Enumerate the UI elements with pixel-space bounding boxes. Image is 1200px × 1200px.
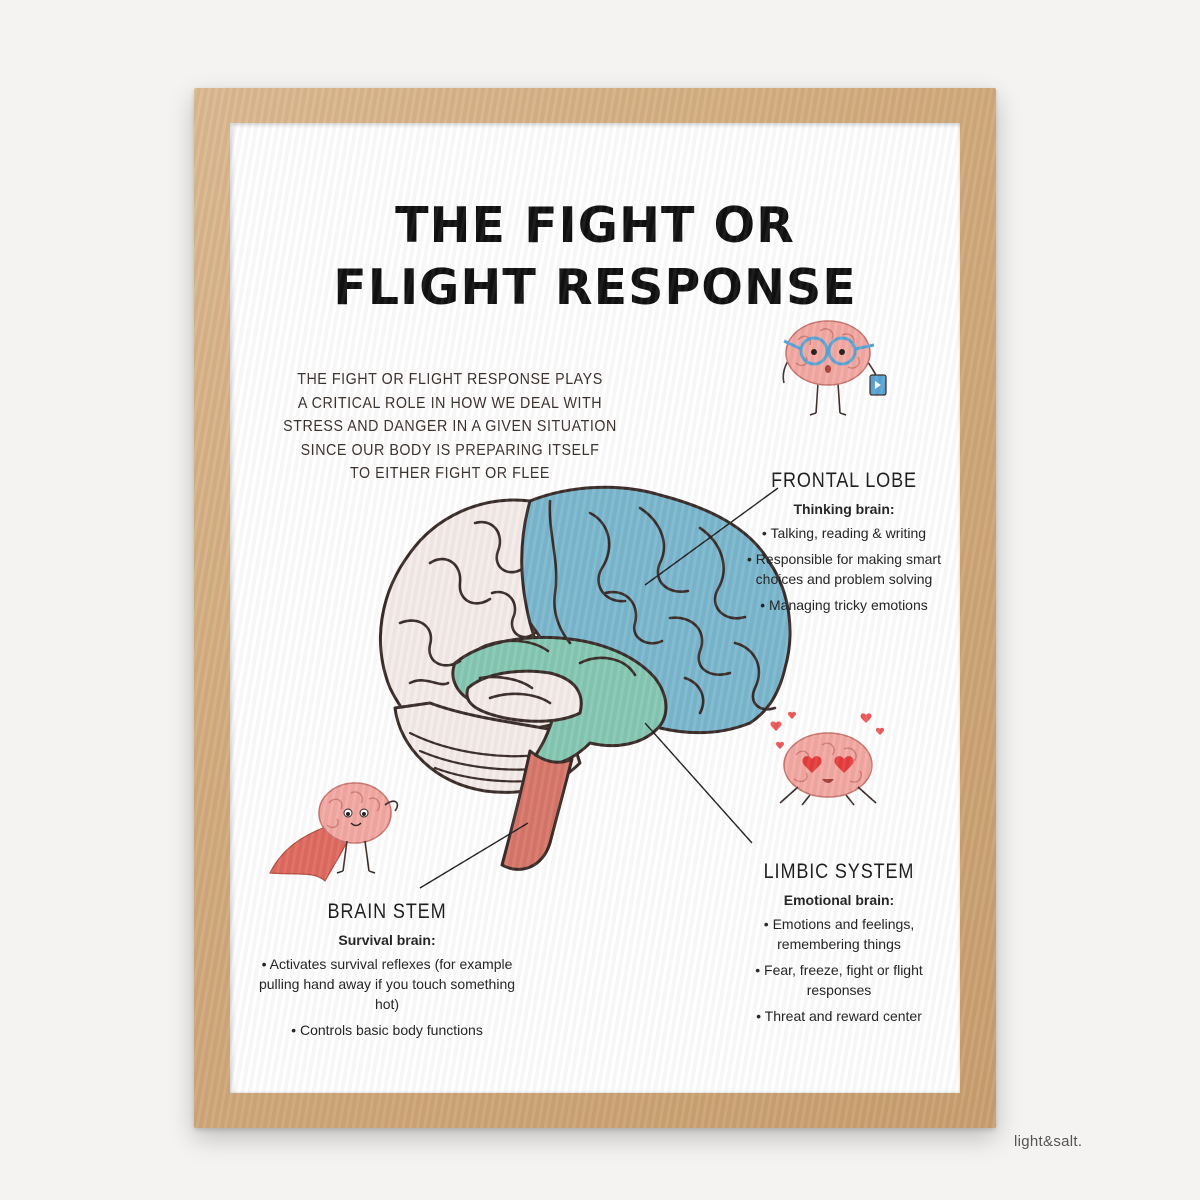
intro-line: STRESS AND DANGER IN A GIVEN SITUATION <box>283 418 617 435</box>
brain-superhero-cape-icon <box>269 782 399 882</box>
region-name: FRONTAL LOBE <box>771 469 917 492</box>
stem-pointer <box>419 822 529 889</box>
list-item: Activates survival reflexes (for example… <box>252 954 522 1014</box>
region-subtitle: Survival brain: <box>338 932 436 948</box>
list-item: Fear, freeze, fight or flight responses <box>730 960 948 1000</box>
region-name: BRAIN STEM <box>327 900 447 923</box>
intro-text: THE FIGHT OR FLIGHT RESPONSE PLAYS A CRI… <box>275 368 625 486</box>
pointer-lines <box>419 487 779 889</box>
picture-frame: THE FIGHT OR FLIGHT RESPONSE THE FIGHT O… <box>194 88 996 1128</box>
poster-title: THE FIGHT OR FLIGHT RESPONSE <box>230 195 960 319</box>
intro-line: TO EITHER FIGHT OR FLEE <box>350 465 550 482</box>
poster: THE FIGHT OR FLIGHT RESPONSE THE FIGHT O… <box>230 123 960 1093</box>
brain-stem <box>500 749 574 871</box>
intro-line: SINCE OUR BODY IS PREPARING ITSELF <box>300 441 600 459</box>
region-points: Talking, reading & writing Responsible f… <box>728 523 960 615</box>
frontal-pointer <box>644 487 779 586</box>
title-line: THE FIGHT OR <box>395 197 795 254</box>
region-points: Activates survival reflexes (for example… <box>252 954 522 1040</box>
limbic-system-section: LIMBIC SYSTEM Emotional brain: Emotions … <box>730 860 948 1032</box>
region-points: Emotions and feelings, remembering thing… <box>730 914 948 1026</box>
limbic-pointer <box>644 722 753 844</box>
list-item: Threat and reward center <box>730 1006 948 1026</box>
region-subtitle: Emotional brain: <box>783 892 895 908</box>
frontal-lobe-section: FRONTAL LOBE Thinking brain: Talking, re… <box>728 469 960 621</box>
list-item: Talking, reading & writing <box>728 523 960 543</box>
temporal-lobe <box>465 669 583 723</box>
brain-with-glasses-icon <box>782 320 887 416</box>
region-name: LIMBIC SYSTEM <box>763 860 915 883</box>
list-item: Managing tricky emotions <box>728 595 960 615</box>
brain-folds <box>398 499 777 715</box>
brain-heart-eyes-icon <box>770 711 885 806</box>
list-item: Controls basic body functions <box>252 1020 522 1040</box>
brain-diagram <box>379 485 792 871</box>
list-item: Responsible for making smart choices and… <box>728 549 960 589</box>
brain-illustration <box>269 320 887 889</box>
intro-line: A CRITICAL ROLE IN HOW WE DEAL WITH <box>297 394 603 412</box>
intro-line: THE FIGHT OR FLIGHT RESPONSE PLAYS <box>297 371 603 388</box>
region-subtitle: Thinking brain: <box>793 501 895 517</box>
brand-watermark: light&salt. <box>1014 1133 1083 1150</box>
title-line: FLIGHT RESPONSE <box>333 259 857 316</box>
brain-stem-section: BRAIN STEM Survival brain: Activates sur… <box>252 900 522 1046</box>
list-item: Emotions and feelings, remembering thing… <box>730 914 948 954</box>
